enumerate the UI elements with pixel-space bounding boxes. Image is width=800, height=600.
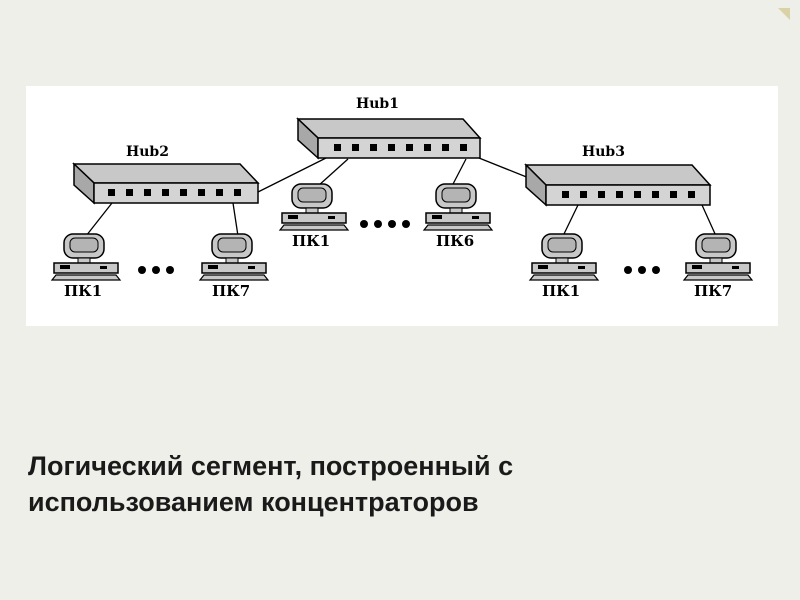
pc-hub2-1: ПК1 [51, 233, 121, 300]
slide-caption: Логический сегмент, построенный с исполь… [28, 448, 768, 520]
link-hub1-pc6 [451, 158, 467, 187]
pc-hub2-7-label: ПК7 [212, 282, 250, 300]
ellipsis-hub3 [624, 266, 660, 274]
pc-hub3-7-label: ПК7 [694, 282, 732, 300]
hub-1: Hub1 [296, 96, 482, 160]
hub-3: Hub3 [524, 144, 712, 207]
link-hub1-hub3 [478, 157, 530, 179]
slide-caption-line-1: Логический сегмент, построенный с [28, 451, 514, 481]
corner-ornament-icon [778, 8, 790, 20]
pc-hub1-6-label: ПК6 [436, 232, 474, 250]
hub-2-label: Hub2 [126, 144, 169, 160]
link-hub3-pc7 [701, 204, 717, 237]
link-hub2-pc1 [85, 202, 113, 237]
pc-hub3-7: ПК7 [683, 233, 753, 300]
network-diagram: Hub1 Hub2 Hub3 ПК1 [26, 86, 778, 326]
pc-hub3-1: ПК1 [529, 233, 599, 300]
link-hub1-pc1 [317, 158, 349, 187]
link-hub3-pc1 [562, 204, 579, 237]
hub-3-label: Hub3 [582, 144, 625, 160]
hub-1-label: Hub1 [356, 96, 399, 112]
pc-hub1-1-label: ПК1 [292, 232, 330, 250]
ellipsis-hub1 [360, 220, 410, 228]
ellipsis-hub2 [138, 266, 174, 274]
link-hub2-pc7 [232, 202, 239, 237]
pc-hub1-1: ПК1 [279, 183, 349, 250]
link-hub2-hub1 [257, 157, 327, 193]
slide-caption-line-2: использованием концентраторов [28, 487, 479, 517]
pc-hub1-6: ПК6 [423, 183, 493, 250]
pc-hub3-1-label: ПК1 [542, 282, 580, 300]
pc-hub2-7: ПК7 [199, 233, 269, 300]
connection-lines [85, 157, 717, 237]
network-diagram-svg: Hub1 Hub2 Hub3 ПК1 [51, 96, 753, 300]
pc-hub2-1-label: ПК1 [64, 282, 102, 300]
hub-2: Hub2 [72, 144, 260, 205]
